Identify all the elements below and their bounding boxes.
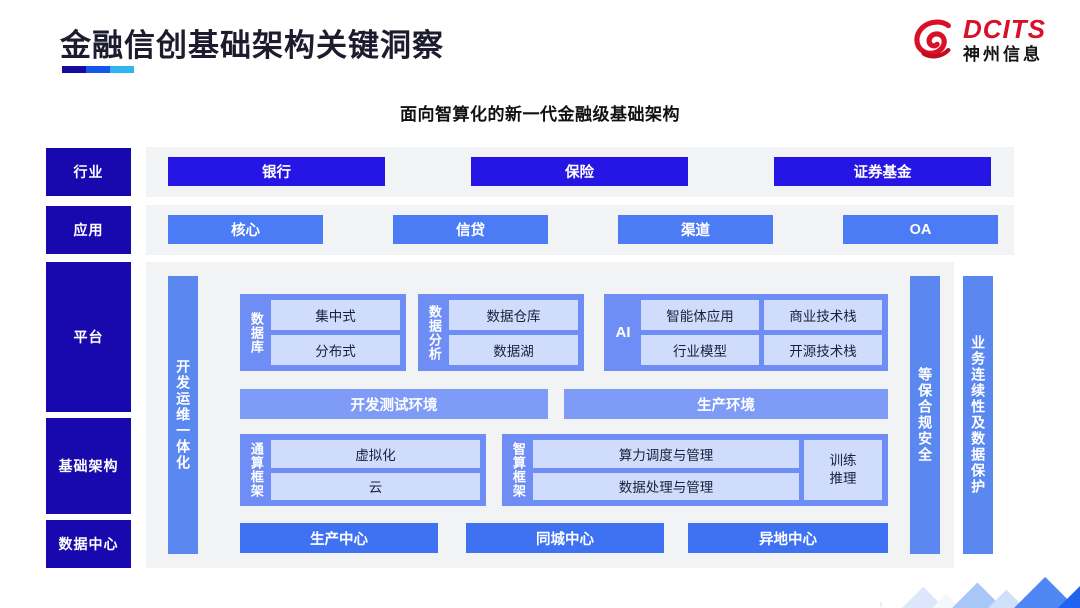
dc-chip-production[interactable]: 生产中心 (240, 523, 438, 553)
group-data-analysis-label: 数据分析 (426, 304, 442, 361)
title-rule-seg-1 (62, 66, 86, 73)
sidebar-item-industry[interactable]: 行业 (46, 148, 131, 196)
group-general-compute-label: 通算框架 (248, 442, 264, 498)
group-data-analysis[interactable]: 数据分析 数据仓库 数据湖 (418, 294, 584, 371)
group-data-analysis-body: 数据仓库 数据湖 (449, 300, 578, 365)
cell-agent-application[interactable]: 智能体应用 (641, 300, 759, 330)
group-row: 数据处理与管理 (533, 472, 799, 500)
architecture-diagram: 行业 应用 平台 基础架构 数据中心 银行 保险 证券基金 核心 信贷 渠道 O… (0, 140, 1080, 576)
cell-compute-scheduling[interactable]: 算力调度与管理 (533, 440, 799, 468)
cell-opensource-stack[interactable]: 开源技术栈 (764, 335, 882, 365)
diagram-subtitle: 面向智算化的新一代金融级基础架构 (400, 105, 680, 124)
page-title: 金融信创基础架构关键洞察 (60, 28, 444, 63)
cell-data-processing[interactable]: 数据处理与管理 (533, 472, 799, 500)
app-chip-core[interactable]: 核心 (168, 215, 323, 244)
group-database[interactable]: 数据库 集中式 分布式 (240, 294, 406, 371)
industry-row-panel: 银行 保险 证券基金 (146, 147, 1014, 197)
group-database-body: 集中式 分布式 (271, 300, 400, 365)
group-general-compute-body: 虚拟化 云 (271, 440, 480, 500)
dc-chip-remote-city[interactable]: 异地中心 (688, 523, 888, 553)
logo-en-text: DCITS (963, 14, 1046, 44)
vbar-devops[interactable]: 开发运维一体化 (168, 276, 198, 554)
title-rule-seg-2 (86, 66, 110, 73)
cell-data-warehouse[interactable]: 数据仓库 (449, 300, 578, 330)
vbar-business-continuity[interactable]: 业务连续性及数据保护 (963, 276, 993, 554)
group-row: 数据仓库 (449, 300, 578, 330)
app-chip-credit[interactable]: 信贷 (393, 215, 548, 244)
envbar-production[interactable]: 生产环境 (564, 389, 888, 419)
group-row: 数据湖 (449, 335, 578, 365)
group-row: 虚拟化 (271, 440, 480, 468)
envbar-dev-test[interactable]: 开发测试环境 (240, 389, 548, 419)
group-row: 集中式 (271, 300, 400, 330)
title-rule (62, 66, 134, 73)
group-row: 云 (271, 472, 480, 500)
cell-data-lake[interactable]: 数据湖 (449, 335, 578, 365)
cell-centralized[interactable]: 集中式 (271, 300, 400, 330)
application-row-panel: 核心 信贷 渠道 OA (146, 205, 1014, 255)
cell-virtualization[interactable]: 虚拟化 (271, 440, 480, 468)
app-chip-oa[interactable]: OA (843, 215, 998, 244)
cell-industry-model[interactable]: 行业模型 (641, 335, 759, 365)
brand-logo: DCITS 神州信息 (910, 16, 1046, 63)
sidebar-item-application[interactable]: 应用 (46, 206, 131, 254)
vbar-compliance-security[interactable]: 等保合规安全 (910, 276, 940, 554)
sidebar-item-datacenter[interactable]: 数据中心 (46, 520, 131, 568)
cell-infer-label: 推理 (829, 471, 857, 486)
page-header: 金融信创基础架构关键洞察 DCITS 神州信息 (0, 0, 1080, 92)
cell-train-label: 训练 (829, 452, 857, 468)
group-row: 算力调度与管理 (533, 440, 799, 468)
industry-chip-securities[interactable]: 证券基金 (774, 157, 991, 186)
logo-cn-text: 神州信息 (963, 45, 1043, 64)
industry-chip-insurance[interactable]: 保险 (471, 157, 688, 186)
group-intelligent-compute-body: 算力调度与管理 数据处理与管理 (533, 440, 799, 500)
group-intelligent-compute-framework[interactable]: 智算框架 算力调度与管理 数据处理与管理 训练 推理 (502, 434, 888, 506)
sidebar-item-infra[interactable]: 基础架构 (46, 418, 131, 514)
cell-cloud[interactable]: 云 (271, 472, 480, 500)
cell-train-infer[interactable]: 训练 推理 (804, 440, 882, 500)
cell-distributed[interactable]: 分布式 (271, 335, 400, 365)
group-ai-body: 智能体应用 商业技术栈 行业模型 开源技术栈 (641, 300, 882, 365)
group-general-compute-framework[interactable]: 通算框架 虚拟化 云 (240, 434, 486, 506)
title-rule-seg-3 (110, 66, 134, 73)
sidebar-item-platform[interactable]: 平台 (46, 262, 131, 412)
logo-text: DCITS 神州信息 (963, 16, 1046, 63)
group-row: 分布式 (271, 335, 400, 365)
cell-commercial-stack[interactable]: 商业技术栈 (764, 300, 882, 330)
platform-panel: 开发运维一体化 数据库 集中式 分布式 数据分析 数据仓库 数据湖 (146, 262, 954, 568)
group-row: 智能体应用 商业技术栈 (641, 300, 882, 330)
group-ai[interactable]: AI 智能体应用 商业技术栈 行业模型 开源技术栈 (604, 294, 888, 371)
group-intelligent-compute-label: 智算框架 (510, 442, 526, 498)
app-chip-channel[interactable]: 渠道 (618, 215, 773, 244)
group-database-label: 数据库 (248, 311, 264, 354)
group-row: 行业模型 开源技术栈 (641, 335, 882, 365)
dcits-swirl-icon (914, 19, 951, 58)
dc-chip-same-city[interactable]: 同城中心 (466, 523, 664, 553)
industry-chip-bank[interactable]: 银行 (168, 157, 385, 186)
group-ai-label: AI (615, 323, 631, 341)
